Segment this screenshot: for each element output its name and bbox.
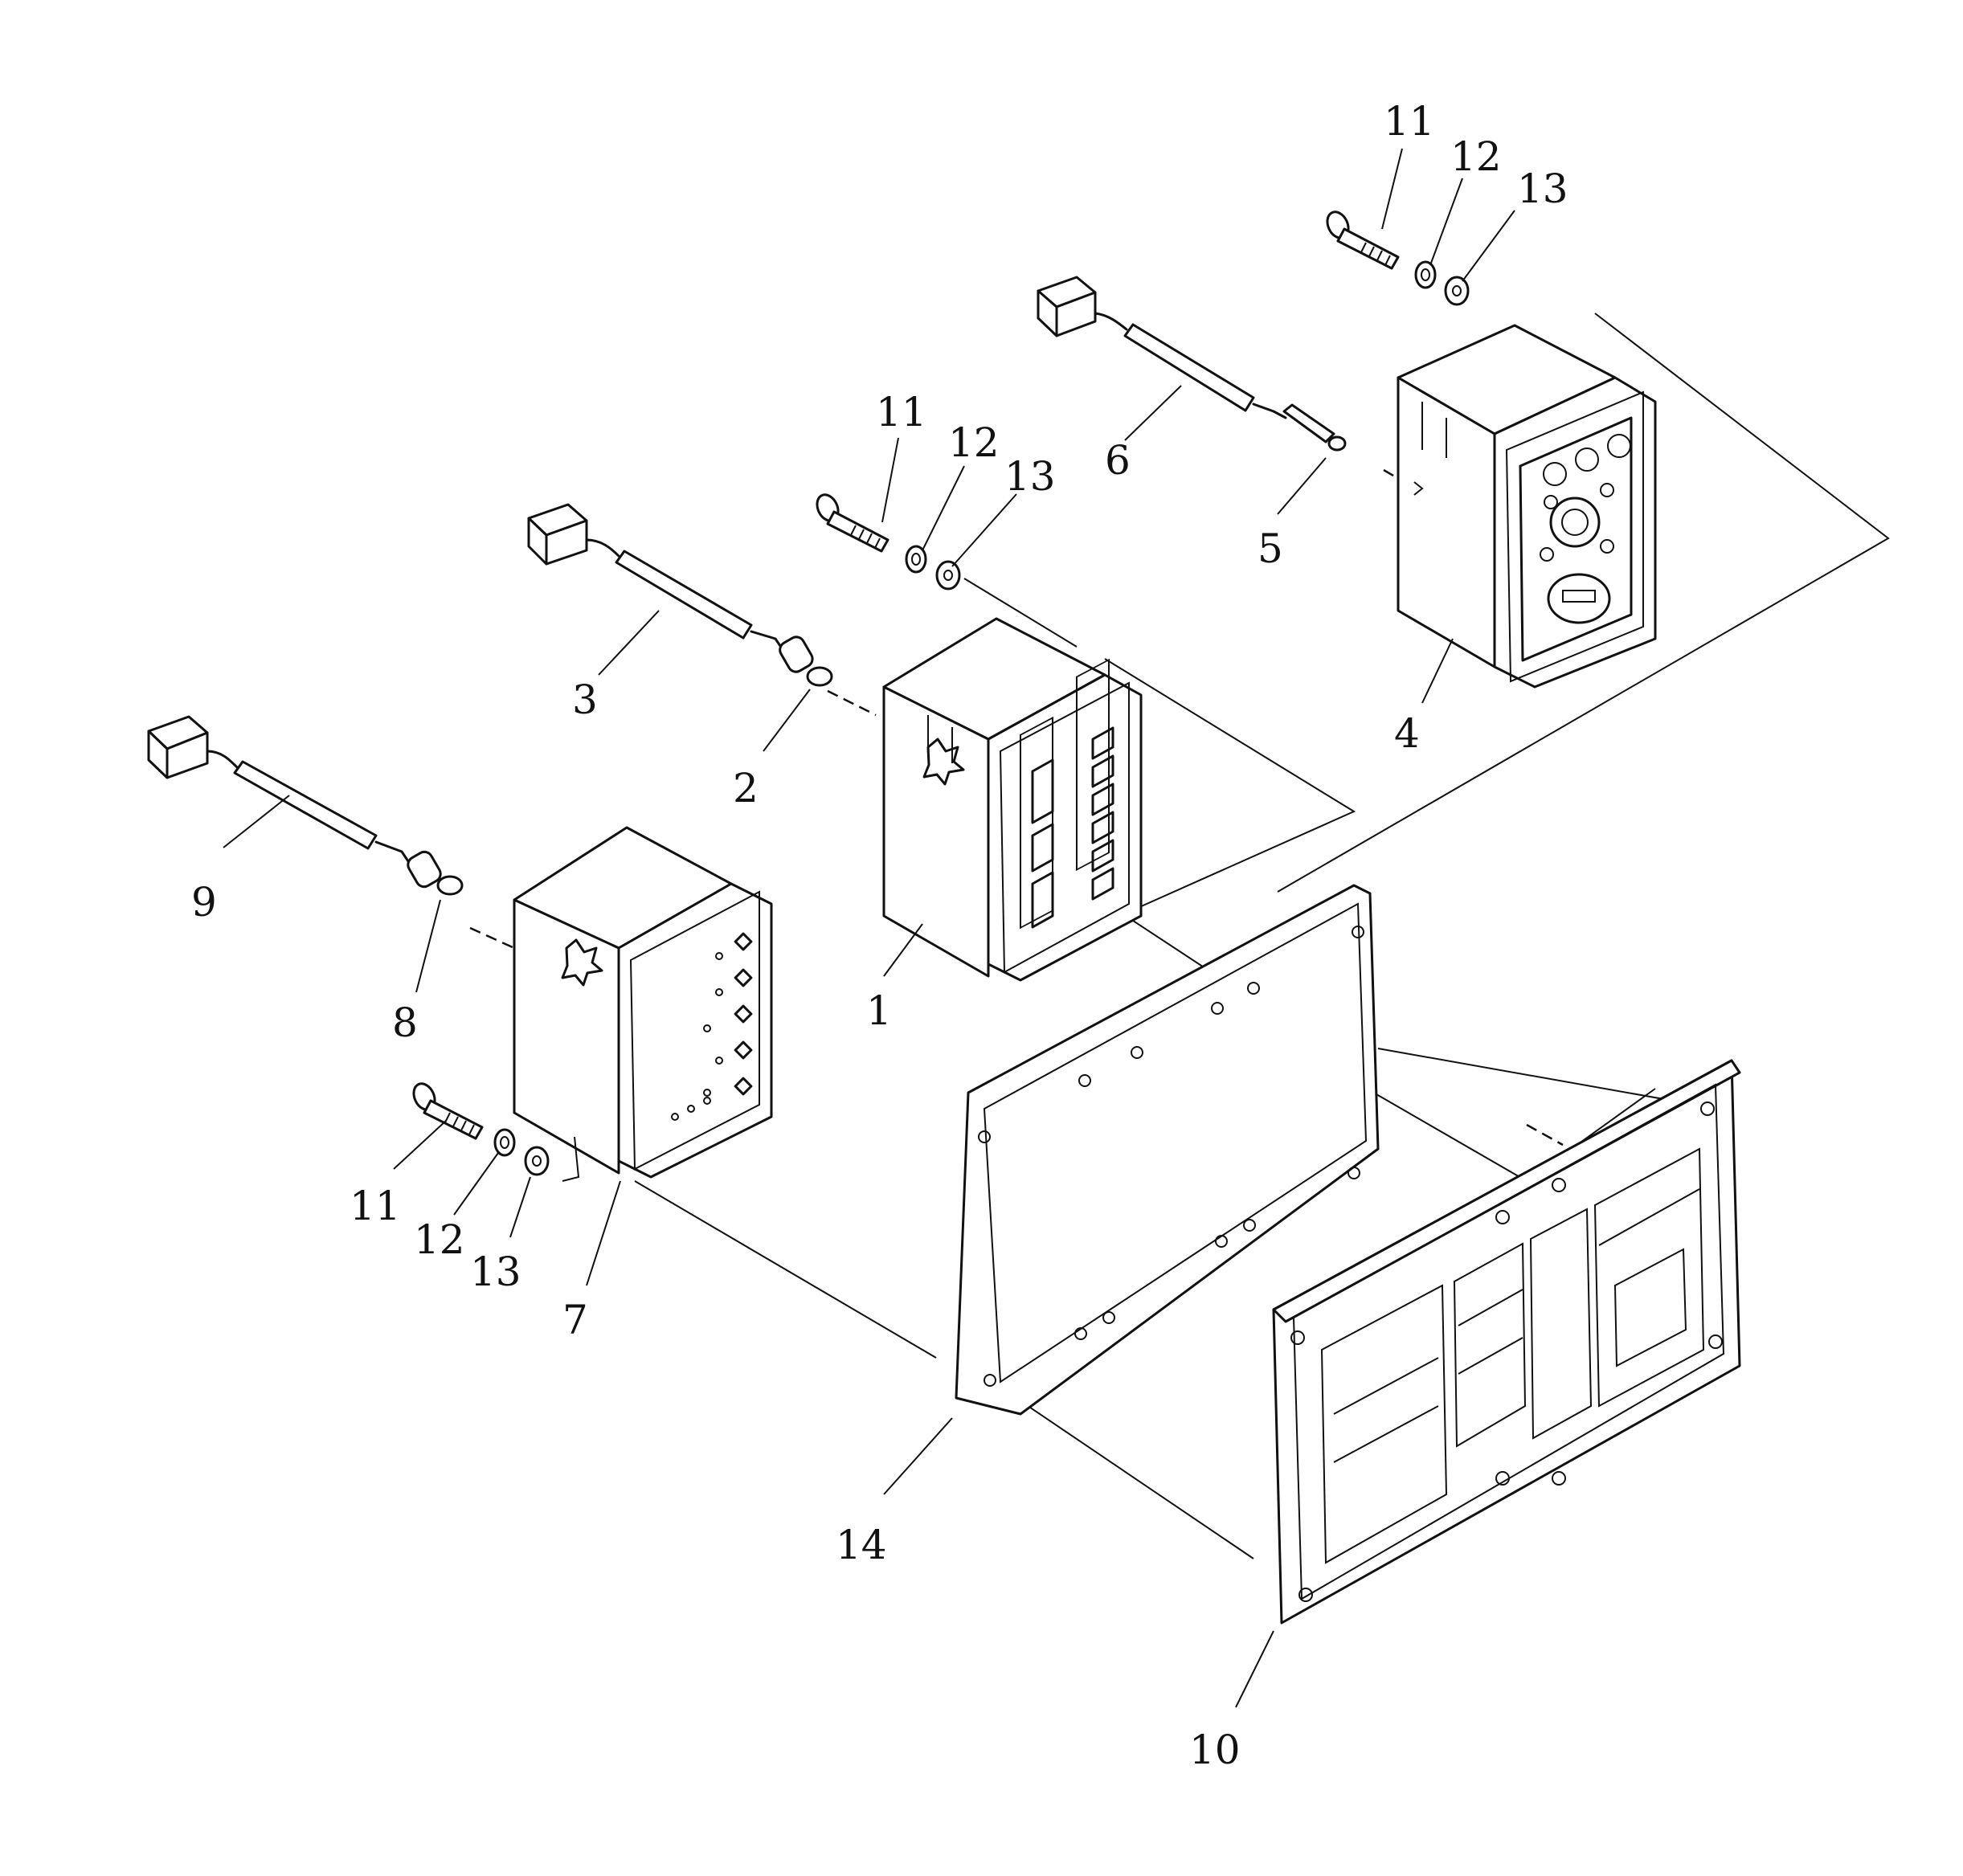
callout-12-middle: 12 (948, 419, 1000, 466)
wire-harness-part-3 (527, 503, 833, 687)
callout-13-middle: 13 (1004, 453, 1056, 500)
callout-11-middle: 11 (876, 389, 927, 435)
callout-14: 14 (836, 1522, 887, 1568)
gasket-part-14 (955, 884, 1380, 1416)
callout-12-bottom: 12 (414, 1216, 465, 1263)
callout-7: 7 (562, 1297, 588, 1343)
wire-harness-part-9 (147, 715, 464, 896)
screw-set-middle (816, 493, 961, 591)
callout-3: 3 (572, 676, 598, 723)
callout-11-top: 11 (1384, 98, 1435, 145)
callout-12-top: 12 (1450, 133, 1502, 180)
gauge-module-part-4 (1397, 324, 1657, 689)
callout-9: 9 (191, 879, 217, 926)
leader-lines (223, 148, 1515, 1708)
callout-4: 4 (1394, 710, 1420, 757)
callout-13-bottom: 13 (470, 1249, 521, 1295)
callout-labels: 11 12 13 11 12 13 6 5 4 3 2 9 8 1 11 12 … (191, 98, 1568, 1773)
wire-harness-part-6 (1037, 276, 1347, 452)
callout-2: 2 (733, 765, 759, 811)
callout-5: 5 (1258, 525, 1283, 572)
screw-set-top (1326, 210, 1470, 306)
callout-11-bottom: 11 (350, 1183, 401, 1229)
callout-10: 10 (1189, 1727, 1241, 1773)
callout-13-top: 13 (1517, 166, 1568, 212)
indicator-module-part-1 (882, 617, 1143, 982)
front-panel-part-10 (1272, 1059, 1741, 1625)
callout-1: 1 (866, 987, 892, 1034)
indicator-dots (671, 932, 753, 1121)
screw-set-bottom (412, 1082, 550, 1176)
callout-8: 8 (392, 999, 418, 1046)
indicator-module-part-7 (513, 826, 773, 1182)
callout-6: 6 (1105, 437, 1131, 484)
